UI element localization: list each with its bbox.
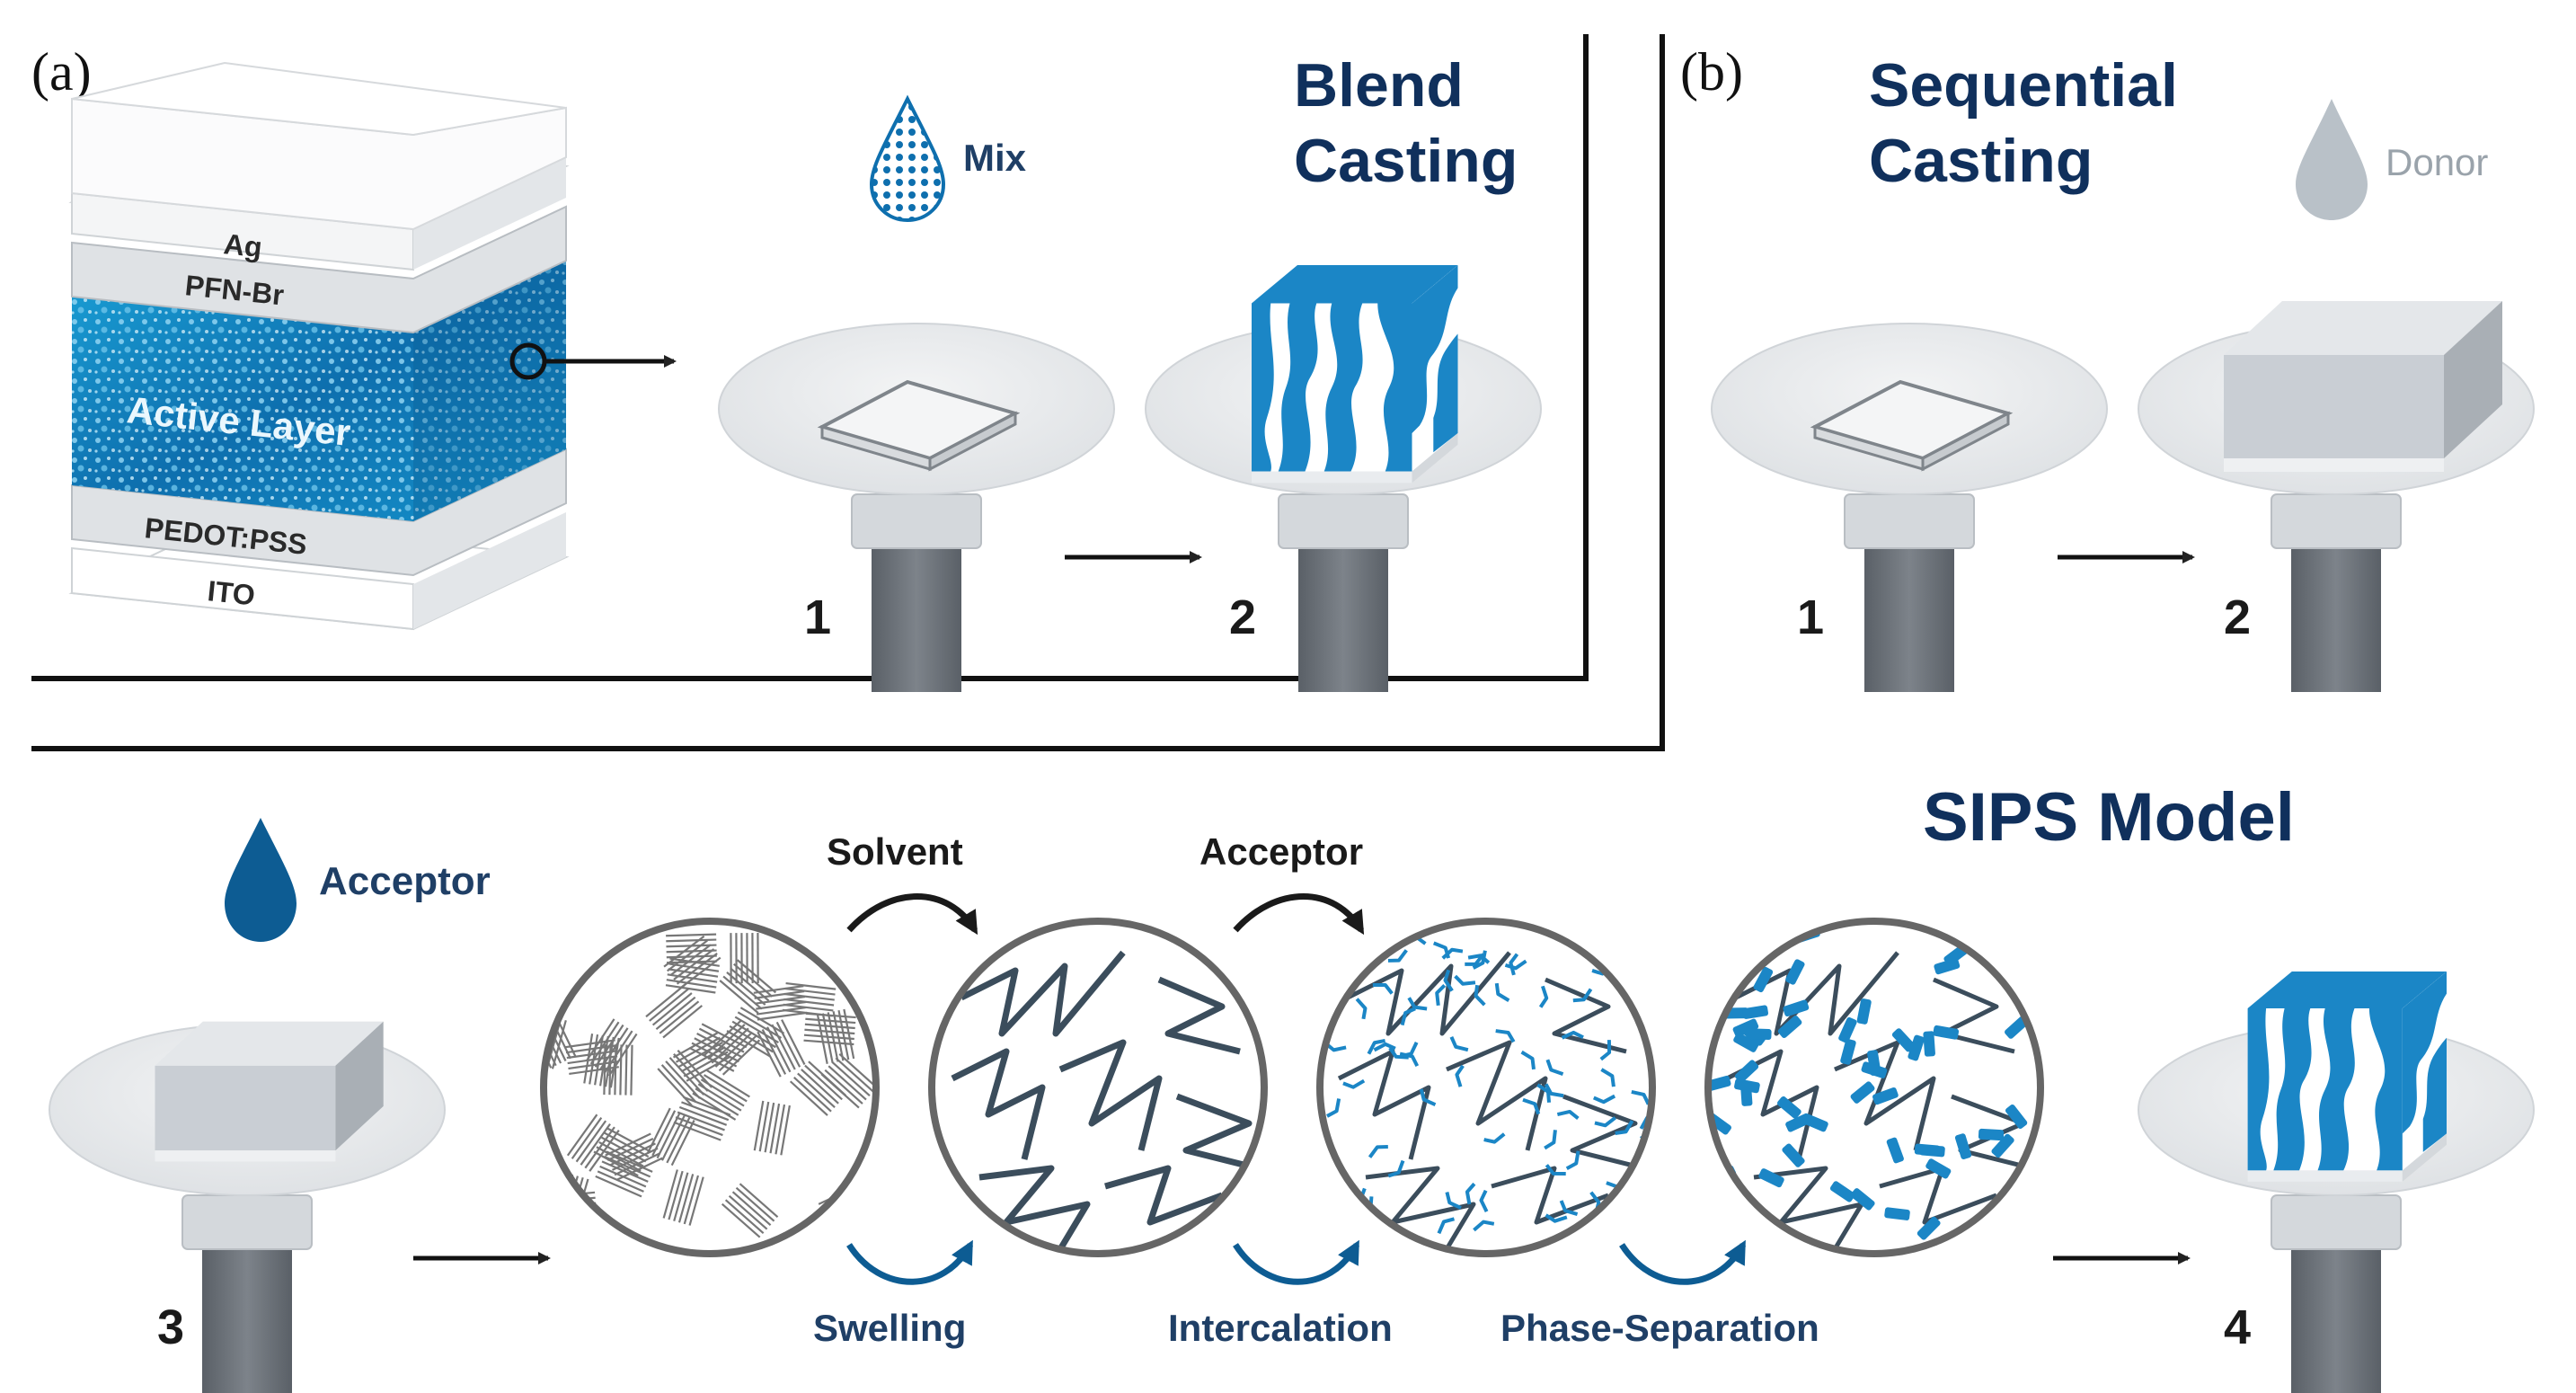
- step-b2: 2: [2224, 590, 2251, 644]
- panel-b-title-line1: Sequential: [1869, 51, 2178, 120]
- panel-b-title-line2: Casting: [1869, 127, 2093, 195]
- panel-b: (b) Sequential Casting Donor 1 2: [31, 34, 2535, 751]
- layer-label-ag: Ag: [222, 227, 263, 263]
- swelling-label: Swelling: [813, 1307, 966, 1349]
- solvent-label: Solvent: [827, 830, 963, 873]
- spin-coater-4: [2138, 972, 2535, 1393]
- panel-b-label: (b): [1680, 42, 1743, 102]
- panel-a-title-line1: Blend: [1294, 51, 1464, 120]
- intercalation-label: Intercalation: [1168, 1307, 1393, 1349]
- morphology-pristine-circle: [540, 918, 880, 1257]
- panel-b-border: [31, 34, 1665, 751]
- acceptor-drop-label: Acceptor: [319, 859, 491, 903]
- morphology-swelling-circle: [928, 918, 1268, 1257]
- spin-coater-b2: [2138, 301, 2535, 693]
- step-b1: 1: [1797, 590, 1824, 644]
- spin-coater-3: [49, 1021, 446, 1393]
- mix-drop-icon: [869, 94, 946, 223]
- layer-label-ito: ITO: [206, 574, 256, 611]
- panel-a-title-line2: Casting: [1294, 127, 1518, 195]
- spin-coater-b1: [1711, 323, 2108, 693]
- phase-separation-label: Phase-Separation: [1500, 1307, 1819, 1349]
- mix-label: Mix: [963, 137, 1027, 179]
- step-3: 3: [157, 1300, 184, 1354]
- sips-title: SIPS Model: [1923, 779, 2295, 856]
- panel-a-label: (a): [31, 42, 92, 102]
- acceptor-step-label: Acceptor: [1199, 830, 1363, 873]
- phase-separation-arrow-icon: [1619, 1239, 1747, 1285]
- swelling-arrow-icon: [846, 1239, 974, 1285]
- panel-a: (a) ITO PEDOT:PSS Active Layer PFN-Br: [31, 34, 1589, 693]
- intercalation-arrow-icon: [1233, 1239, 1360, 1285]
- spin-coater-a1: [718, 323, 1115, 693]
- step-a1: 1: [804, 590, 831, 644]
- step-4: 4: [2224, 1300, 2251, 1354]
- acceptor-drop-icon: [225, 818, 297, 942]
- solvent-arrow-icon: [846, 893, 978, 936]
- morphology-phase-separation-circle: [1704, 918, 2044, 1257]
- donor-label: Donor: [2386, 141, 2488, 183]
- step-a2: 2: [1229, 590, 1256, 644]
- morphology-intercalation-circle: [1316, 918, 1656, 1257]
- device-stack: ITO PEDOT:PSS Active Layer PFN-Br Ag: [68, 61, 570, 631]
- sips-panel: SIPS Model Acceptor 3: [49, 779, 2535, 1393]
- spin-coater-a2: [1145, 265, 1542, 693]
- panel-a-border: [31, 34, 1589, 681]
- acceptor-arrow-icon: [1233, 893, 1365, 936]
- donor-drop-icon: [2296, 99, 2368, 220]
